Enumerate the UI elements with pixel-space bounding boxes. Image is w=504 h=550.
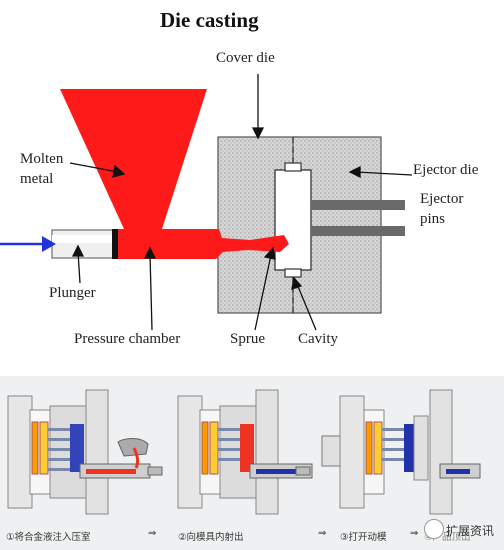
watermark-text: 扩展资讯 xyxy=(446,524,495,538)
label-sprue: Sprue xyxy=(230,331,265,347)
label-plunger: Plunger xyxy=(49,285,96,301)
step-2-next-arrow: ⇒ xyxy=(318,528,327,539)
plunger-rod xyxy=(51,229,115,259)
molten-metal-hopper xyxy=(60,89,207,229)
process-steps-illustration xyxy=(7,389,481,515)
label-ejector-die: Ejector die xyxy=(413,162,479,178)
watermark-logo-icon xyxy=(424,519,444,539)
label-ejector-pins-line2: pins xyxy=(420,211,446,227)
label-cover-die: Cover die xyxy=(216,50,275,66)
step-3-illustration xyxy=(321,389,481,515)
label-molten-metal-line2: metal xyxy=(20,171,54,187)
pressure-chamber-metal xyxy=(116,229,289,259)
label-pressure-chamber: Pressure chamber xyxy=(74,331,181,347)
label-ejector-pins-line1: Ejector xyxy=(420,191,464,207)
cavity-shape xyxy=(274,169,312,271)
push-arrow-icon xyxy=(42,236,56,252)
step-1-illustration xyxy=(7,389,163,515)
step-1-caption: ①将合金液注入压室 xyxy=(6,532,91,543)
step-2-caption: ②向模具内射出 xyxy=(178,532,244,543)
ejector-pin-lower xyxy=(311,226,405,236)
label-molten-metal-line1: Molten xyxy=(20,151,64,167)
process-steps-panel: ①将合金液注入压室 ⇒ ②向模具内射出 ⇒ ③打开动模 ⇒ ④产品顶出 扩展资讯 xyxy=(0,376,504,550)
step-2-illustration xyxy=(177,389,313,515)
step-3-next-arrow: ⇒ xyxy=(410,528,419,539)
label-cavity: Cavity xyxy=(298,331,338,347)
diagram-title: Die casting xyxy=(160,8,259,32)
step-3-caption: ③打开动模 xyxy=(340,532,387,543)
step-4-caption: ④产品顶出 xyxy=(424,532,471,543)
ejector-pin-upper xyxy=(311,200,405,210)
die-casting-diagram xyxy=(0,74,413,331)
step-1-next-arrow: ⇒ xyxy=(148,528,157,539)
